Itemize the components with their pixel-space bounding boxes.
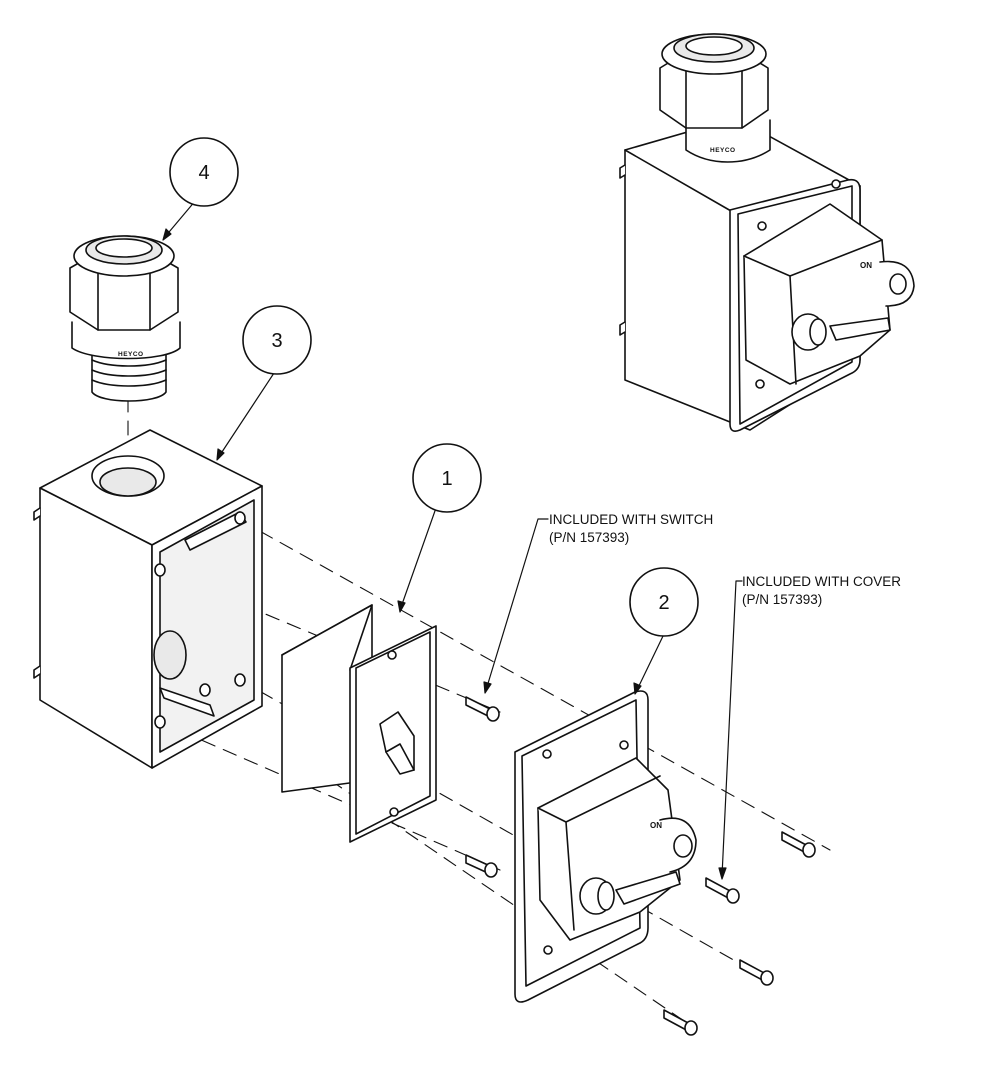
assembled-view: ON HEYCO bbox=[619, 33, 915, 432]
gland-brand-text: HEYCO bbox=[118, 351, 144, 358]
callout-item-2: 2 bbox=[629, 567, 699, 637]
note-cover-line2: (P/N 157393) bbox=[742, 592, 822, 607]
callout-label: 2 bbox=[658, 592, 669, 614]
cover-screw-3 bbox=[739, 959, 774, 986]
screws bbox=[465, 696, 816, 1036]
switch-screw-bottom bbox=[465, 854, 498, 878]
note-switch-screws: INCLUDED WITH SWITCH (P/N 157393) bbox=[549, 512, 713, 545]
note-cover-line1: INCLUDED WITH COVER bbox=[742, 574, 901, 589]
cover-on-label: ON bbox=[650, 821, 662, 830]
assembled-on-label: ON bbox=[860, 261, 872, 270]
callout-item-3: 3 bbox=[242, 305, 312, 375]
cover-screw-4 bbox=[663, 1009, 698, 1036]
callout-label: 1 bbox=[441, 468, 452, 490]
cover-screw-1 bbox=[781, 831, 816, 858]
switch bbox=[281, 604, 437, 843]
callout-item-1: 1 bbox=[412, 443, 482, 513]
callout-label: 4 bbox=[198, 162, 209, 184]
switch-screw-top bbox=[465, 696, 500, 722]
cover-screw-2 bbox=[705, 877, 740, 904]
note-switch-line2: (P/N 157393) bbox=[549, 530, 629, 545]
callout-leaders bbox=[162, 199, 743, 880]
note-cover-screws: INCLUDED WITH COVER (P/N 157393) bbox=[742, 574, 901, 607]
cable-gland: HEYCO bbox=[69, 235, 181, 402]
note-switch-line1: INCLUDED WITH SWITCH bbox=[549, 512, 713, 527]
callout-label: 3 bbox=[271, 330, 282, 352]
callout-item-4: 4 bbox=[169, 137, 239, 207]
enclosure-box bbox=[33, 429, 263, 769]
cover: ON bbox=[514, 690, 697, 1003]
assembled-gland-brand: HEYCO bbox=[710, 147, 736, 154]
